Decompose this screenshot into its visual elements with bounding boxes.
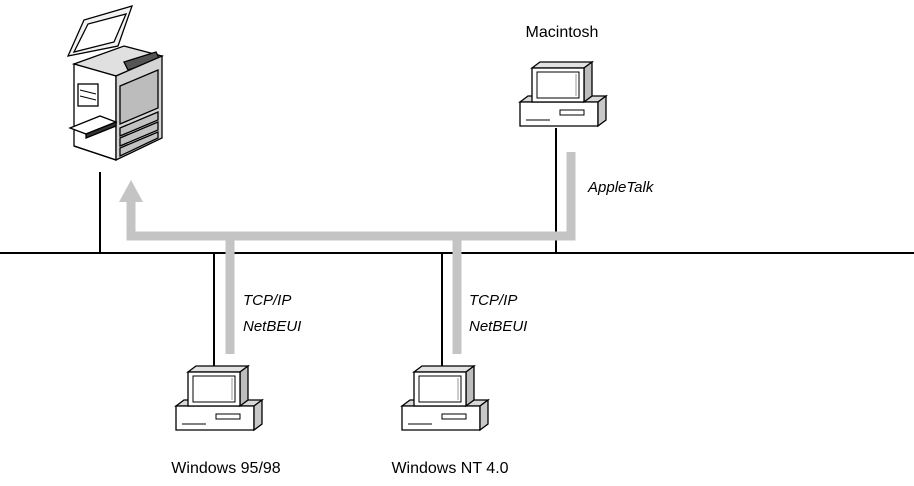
winnt-computer-icon	[401, 365, 489, 431]
winnt-protocol-netbeui: NetBEUI	[469, 318, 527, 335]
winnt-protocol-tcpip: TCP/IP	[469, 292, 517, 309]
macintosh-label: Macintosh	[526, 24, 599, 41]
flow-path-main	[126, 152, 576, 241]
winnt-label: Windows NT 4.0	[391, 460, 508, 477]
win9x-protocol-tcpip: TCP/IP	[243, 292, 291, 309]
copier-icon	[66, 5, 164, 162]
data-flow-paths	[126, 152, 576, 354]
flow-arrow-head	[119, 180, 143, 202]
mac-protocol-appletalk: AppleTalk	[587, 179, 655, 196]
macintosh-computer-icon	[519, 61, 607, 127]
win9x-computer-icon	[175, 365, 263, 431]
win9x-label: Windows 95/98	[171, 460, 280, 477]
win9x-protocol-netbeui: NetBEUI	[243, 318, 301, 335]
